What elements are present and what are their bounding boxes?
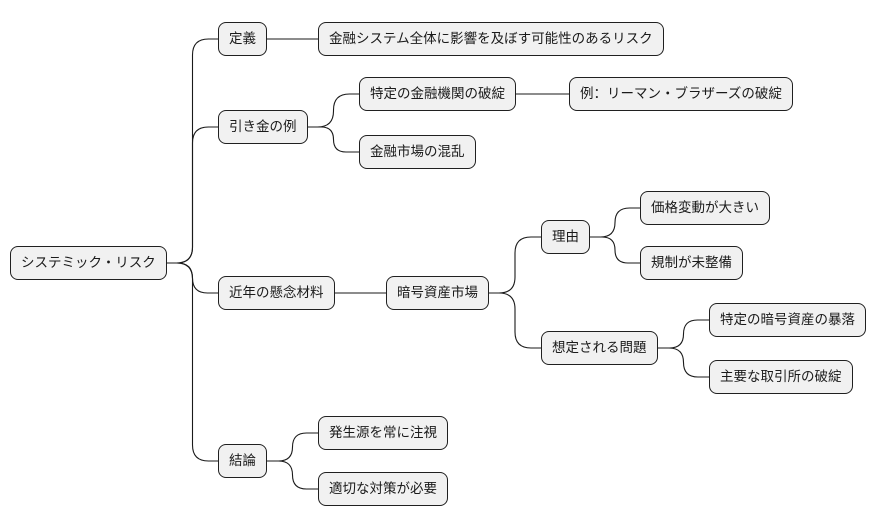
node-kakaku: 価格変動が大きい [640,191,770,225]
node-torihikijo: 主要な取引所の破綻 [709,360,853,394]
link-root-to-hikigane [167,126,218,264]
link-mondai-to-bouraku [658,319,709,349]
node-mondai: 想定される問題 [541,331,658,365]
link-riyu-to-kakaku [590,207,640,238]
node-riyu: 理由 [541,220,590,254]
link-hikigane-to-kikan-hatan [308,93,359,128]
node-kisei: 規制が未整備 [640,246,743,280]
node-teigi: 定義 [218,22,267,56]
link-root-to-ketsuron [167,262,218,462]
node-root: システミック・リスク [10,246,167,280]
link-mondai-to-torihikijo [658,347,709,378]
link-angou-to-riyu [489,236,541,294]
node-angou: 暗号資産市場 [386,276,489,310]
link-ketsuron-to-hasseigen [267,432,318,462]
node-ketsuron: 結論 [218,444,267,478]
link-angou-to-mondai [489,292,541,349]
node-kikan-hatan: 特定の金融機関の破綻 [359,77,516,111]
node-taisaku: 適切な対策が必要 [318,472,448,506]
node-hasseigen: 発生源を常に注視 [318,416,448,450]
node-kenen: 近年の懸念材料 [218,276,335,310]
node-bouraku: 特定の暗号資産の暴落 [709,303,866,337]
node-teigi-desc: 金融システム全体に影響を及ぼす可能性のあるリスク [318,22,664,56]
node-hikigane: 引き金の例 [218,110,308,144]
link-riyu-to-kisei [590,236,640,264]
node-shijo-konran: 金融市場の混乱 [359,135,476,169]
node-lehman: 例：リーマン・ブラザーズの破綻 [569,77,793,111]
link-hikigane-to-shijo-konran [308,126,359,153]
link-ketsuron-to-taisaku [267,460,318,490]
